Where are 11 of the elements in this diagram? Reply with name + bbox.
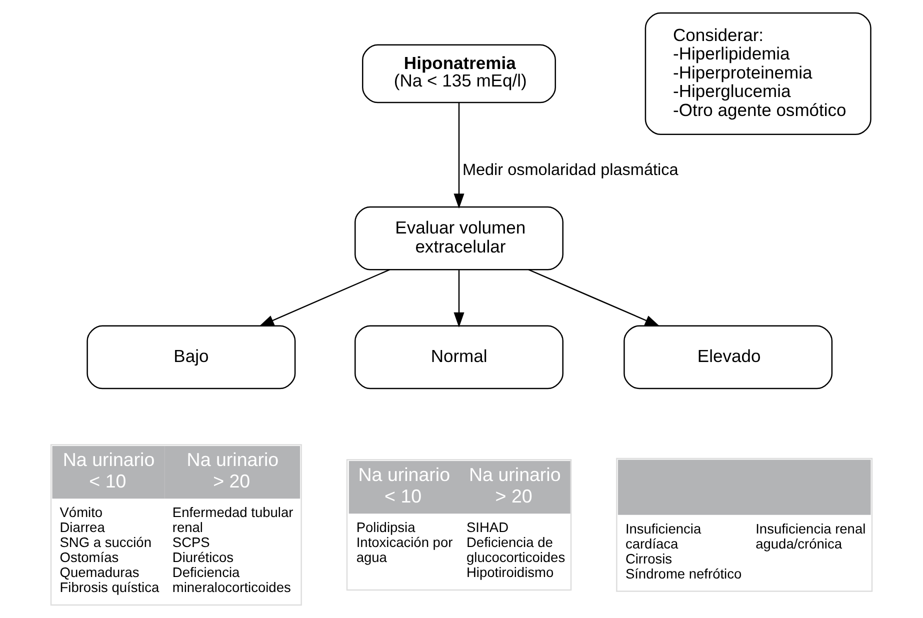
node-box: Elevado bbox=[624, 325, 833, 390]
node-box: Normal bbox=[354, 325, 564, 390]
arrow bbox=[528, 269, 660, 326]
arrow bbox=[454, 102, 464, 209]
arrow bbox=[258, 269, 390, 326]
node-box: Bajo bbox=[86, 325, 296, 390]
node-box: Evaluar volumen extracelular bbox=[354, 206, 564, 270]
arrow bbox=[454, 270, 464, 328]
edge-label: Medir osmolaridad plasmática bbox=[462, 160, 678, 179]
node-box: Hiponatremia (Na < 135 mEq/l) bbox=[362, 44, 556, 104]
node-box: Considerar: -Hiperlipidemia -Hiperproteinemia -Hiperglucemia -Otro agente osmótico bbox=[644, 12, 872, 136]
